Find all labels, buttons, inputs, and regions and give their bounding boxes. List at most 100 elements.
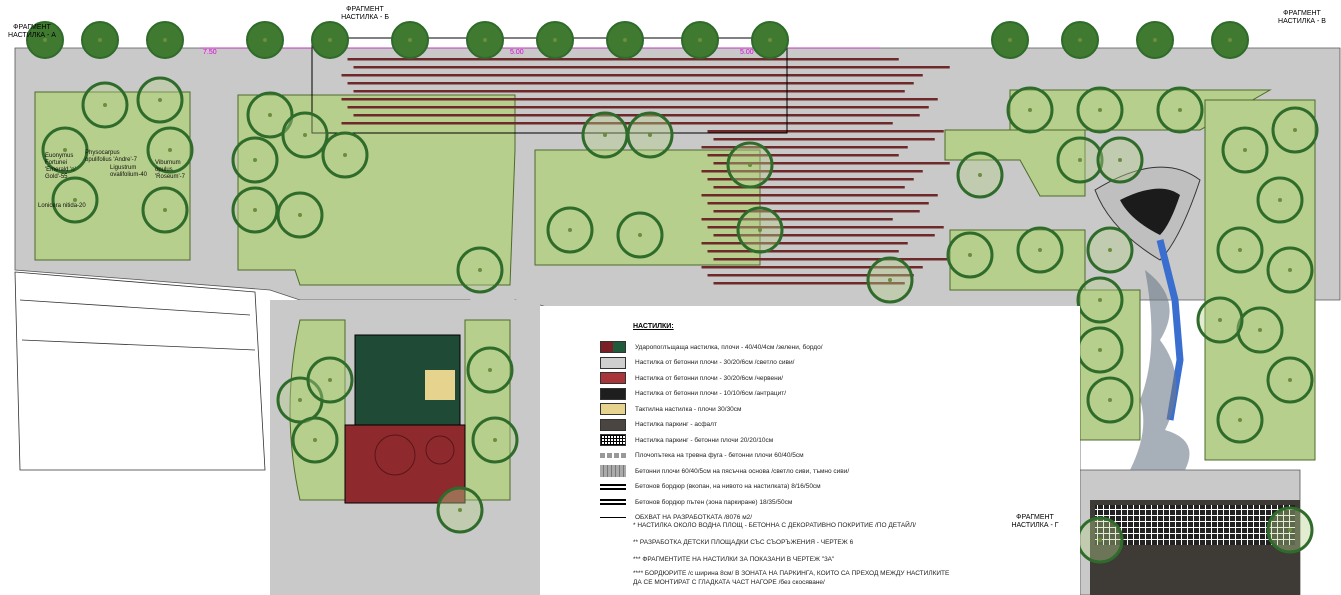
legend-item: Плочопътека на тревна фуга - бетонни пло… — [600, 449, 804, 463]
tree-trunk-mark — [1238, 248, 1242, 252]
legend-title: НАСТИЛКИ: — [633, 323, 674, 330]
tree-trunk-mark — [1238, 418, 1242, 422]
brick-row — [713, 186, 905, 189]
legend-item: Настилка паркинг - бетонни плочи 20/20/1… — [600, 433, 773, 447]
legend-note: * НАСТИЛКА ОКОЛО ВОДНА ПЛОЩ - БЕТОННА С … — [633, 522, 916, 529]
plant-label-euonymus: Euonymus Fortunei 'Emerald 'n' Gold'-55 — [45, 153, 76, 180]
legend-item: Ударопоглъщаща настилка, плочи - 40/40/4… — [600, 340, 823, 354]
water-feature — [1094, 166, 1201, 470]
legend-swatch — [600, 356, 626, 369]
legend-item-label: Тактилна настилка - плочи 30/30см — [635, 405, 742, 413]
tree-trunk-mark — [1293, 128, 1297, 132]
tree-trunk-mark — [313, 438, 317, 442]
tree-trunk-mark — [328, 38, 332, 42]
legend-item: Настилка от бетонни плочи - 30/20/6см /с… — [600, 356, 794, 370]
fragment-label-g: ФРАГМЕНТ НАСТИЛКА - Г — [1011, 514, 1059, 529]
legend-item-label: Настилка паркинг - асфалт — [635, 421, 717, 428]
legend: НАСТИЛКИ: Ударопоглъщаща настилка, плочи… — [540, 306, 1080, 595]
brick-row — [707, 178, 914, 181]
tree-trunk-mark — [158, 98, 162, 102]
brick-row — [713, 210, 920, 213]
legend-swatch — [600, 403, 626, 415]
brick-row — [347, 82, 914, 85]
tree-trunk-mark — [1078, 158, 1082, 162]
legend-swatch — [600, 483, 626, 490]
brick-row — [701, 194, 938, 197]
tree-trunk-mark — [1218, 318, 1222, 322]
tree-trunk-mark — [298, 398, 302, 402]
tree-trunk-mark — [1178, 108, 1182, 112]
legend-note: ** РАЗРАБОТКА ДЕТСКИ ПЛОЩАДКИ СЪС СЪОРЪЖ… — [633, 539, 854, 546]
tree-trunk-mark — [1038, 248, 1042, 252]
brick-row — [701, 242, 908, 245]
tree-trunk-mark — [1108, 398, 1112, 402]
fragment-label-v: ФРАГМЕНТ НАСТИЛКА - В — [1278, 10, 1326, 25]
legend-swatch — [600, 387, 626, 400]
tree-trunk-mark — [698, 38, 702, 42]
legend-item-label: Настилка от бетонни плочи - 10/10/6см /а… — [635, 390, 787, 397]
trees — [26, 21, 1319, 564]
tree-trunk-mark — [1153, 38, 1157, 42]
tree-trunk-mark — [488, 368, 492, 372]
tree-trunk-mark — [163, 38, 167, 42]
fragment-label-b: ФРАГМЕНТ НАСТИЛКА - Б — [341, 6, 389, 21]
parking — [1090, 500, 1300, 595]
legend-swatch — [600, 418, 626, 431]
legend-item-label: ОБХВАТ НА РАЗРАБОТКАТА /8076 м2/ — [635, 514, 753, 521]
playground-sand — [425, 370, 455, 400]
brick-row — [701, 218, 893, 221]
tree-trunk-mark — [758, 228, 762, 232]
brick-row — [707, 202, 929, 205]
legend-item: Тактилна настилка - плочи 30/30см — [600, 402, 742, 416]
brick-rows — [341, 58, 950, 285]
brick-row — [707, 250, 899, 253]
tree-trunk-mark — [1288, 528, 1292, 532]
legend-swatch — [600, 517, 626, 518]
tree-trunk-mark — [298, 213, 302, 217]
tree-trunk-mark — [968, 253, 972, 257]
legend-item: Настилка от бетонни плочи - 30/20/6см /ч… — [600, 371, 783, 385]
legend-swatch — [600, 465, 626, 477]
tree-trunk-mark — [43, 38, 47, 42]
tree-trunk-mark — [328, 378, 332, 382]
brick-row — [353, 66, 950, 69]
playground — [344, 334, 466, 504]
fragment-label-a: ФРАГМЕНТ НАСТИЛКА - А — [8, 24, 56, 39]
legend-note: **** БОРДЮРИТЕ /с ширина 8см/ В ЗОНАТА Н… — [633, 570, 950, 577]
tree-trunk-mark — [458, 508, 462, 512]
legend-item-label: Настилка от бетонни плочи - 30/20/6см /с… — [635, 359, 795, 366]
legend-swatch — [600, 453, 626, 458]
brick-row — [707, 226, 944, 229]
tree-trunk-mark — [1098, 348, 1102, 352]
legend-item-label: Ударопоглъщаща настилка, плочи - 40/40/4… — [635, 343, 823, 351]
tree-trunk-mark — [1098, 538, 1102, 542]
tree-trunk-mark — [553, 38, 557, 42]
tree-trunk-mark — [408, 38, 412, 42]
legend-swatch — [600, 434, 626, 446]
plant-label-ligustrum: Ligustrum ovalifolium-40 — [110, 165, 148, 178]
tree-trunk-mark — [748, 163, 752, 167]
legend-item: Бетонов бордюр пътен (зона паркиране) 18… — [600, 495, 792, 509]
tree-trunk-mark — [253, 158, 257, 162]
brick-row — [707, 274, 914, 277]
legend-item: Бетонни плочи 60/40/5см на пясъчна основ… — [600, 464, 849, 478]
brick-row — [707, 154, 899, 157]
tree-trunk-mark — [888, 278, 892, 282]
tree-trunk-mark — [768, 38, 772, 42]
brick-row — [707, 130, 944, 133]
dimension-label: 5.00 — [740, 49, 754, 56]
tree-trunk-mark — [568, 228, 572, 232]
brick-row — [341, 98, 938, 101]
tree-trunk-mark — [103, 103, 107, 107]
tree-trunk-mark — [623, 38, 627, 42]
tree-trunk-mark — [263, 38, 267, 42]
tree-trunk-mark — [648, 133, 652, 137]
tree-trunk-mark — [1118, 158, 1122, 162]
tree-trunk-mark — [343, 153, 347, 157]
brick-row — [713, 138, 935, 141]
brick-row — [701, 266, 923, 269]
tree-trunk-mark — [1028, 108, 1032, 112]
dimension-label: 5.00 — [510, 49, 524, 56]
